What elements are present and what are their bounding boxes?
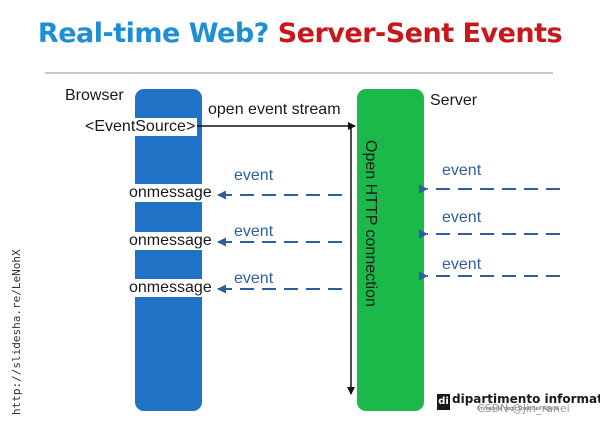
logo-text: dipartimento informatica — [452, 392, 600, 406]
incoming-event-label-3: event — [442, 256, 482, 273]
event-label-1: event — [234, 167, 274, 184]
server-label: Server — [430, 92, 478, 109]
onmessage-label-2: onmessage — [127, 232, 214, 250]
title-topic: Server-Sent Events — [277, 18, 563, 49]
event-label-3: event — [234, 270, 274, 287]
title-question: Real-time Web? — [37, 18, 269, 49]
onmessage-label-1: onmessage — [127, 184, 214, 202]
browser-column — [135, 89, 202, 411]
event-source-label: <EventSource> — [83, 118, 198, 136]
connection-label: Open HTTP connection — [362, 140, 379, 307]
server-column — [357, 89, 424, 411]
event-label-2: event — [234, 223, 274, 240]
source-credit: http://slidesha.re/LeNohX — [10, 249, 23, 415]
incoming-event-label-2: event — [442, 209, 482, 226]
watermark: CSDN @Jin_ranei — [477, 402, 570, 415]
logo-subtitle: Università degli Studi dell'Aquila — [477, 406, 559, 412]
slide-title: Real-time Web? Server-Sent Events — [0, 18, 600, 49]
logo-mark-icon: di — [437, 394, 450, 410]
department-logo: di dipartimento informatica Università d… — [437, 392, 600, 418]
browser-label: Browser — [65, 87, 124, 104]
title-divider — [45, 72, 553, 74]
onmessage-label-3: onmessage — [127, 279, 214, 297]
incoming-event-label-1: event — [442, 162, 482, 179]
open-stream-label: open event stream — [205, 101, 344, 119]
